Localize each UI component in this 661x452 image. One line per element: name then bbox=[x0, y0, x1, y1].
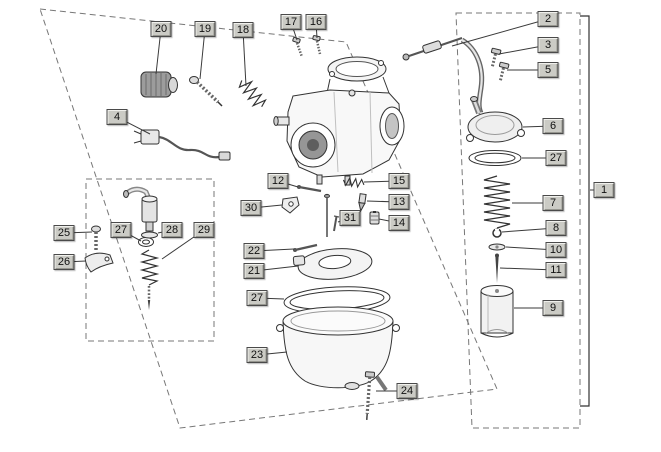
part-5-screw bbox=[498, 61, 510, 81]
part-4-choke-cable-clamp bbox=[133, 129, 231, 161]
part-13-needle-valve bbox=[358, 193, 367, 213]
callout-13[interactable]: 13 bbox=[388, 194, 410, 210]
callout-22[interactable]: 22 bbox=[243, 243, 265, 259]
part-7-slide-spring bbox=[483, 175, 511, 229]
callout-26[interactable]: 26 bbox=[53, 254, 75, 270]
part-14-main-jet bbox=[369, 211, 380, 225]
part-16-screw bbox=[312, 35, 322, 55]
callout-17[interactable]: 17 bbox=[280, 14, 302, 30]
part-25-screw bbox=[91, 225, 101, 252]
callout-4[interactable]: 4 bbox=[106, 109, 128, 125]
leader-line-19 bbox=[199, 28, 206, 80]
part-8-needle-clip bbox=[492, 228, 502, 238]
callout-20[interactable]: 20 bbox=[150, 21, 172, 37]
part-12-float-pin bbox=[297, 185, 322, 193]
part-9-throttle-slide bbox=[480, 285, 514, 338]
leader-line-2 bbox=[451, 18, 549, 47]
callout-6[interactable]: 6 bbox=[542, 118, 564, 134]
callout-16[interactable]: 16 bbox=[305, 14, 327, 30]
part-27-cover-gasket bbox=[468, 150, 522, 166]
leader-line-18 bbox=[242, 29, 247, 87]
group-1-bracket bbox=[580, 15, 590, 407]
callout-8[interactable]: 8 bbox=[545, 220, 567, 236]
part-28-starter-plunger bbox=[123, 186, 158, 239]
callout-25[interactable]: 25 bbox=[53, 225, 75, 241]
callout-9[interactable]: 9 bbox=[542, 300, 564, 316]
callout-1[interactable]: 1 bbox=[593, 182, 615, 198]
callout-18[interactable]: 18 bbox=[232, 22, 254, 38]
callout-23[interactable]: 23 bbox=[246, 347, 268, 363]
callout-3[interactable]: 3 bbox=[537, 37, 559, 53]
callout-7[interactable]: 7 bbox=[542, 195, 564, 211]
part-10-spring-seat bbox=[488, 243, 506, 251]
callout-14[interactable]: 14 bbox=[388, 215, 410, 231]
callout-15[interactable]: 15 bbox=[388, 173, 410, 189]
carburetor-body bbox=[273, 56, 405, 186]
part-15-spring bbox=[342, 176, 365, 189]
part-6-top-cover bbox=[466, 96, 525, 143]
callout-24[interactable]: 24 bbox=[396, 383, 418, 399]
callout-27-cover-gasket[interactable]: 27 bbox=[545, 150, 567, 166]
part-11-jet-needle bbox=[495, 253, 499, 283]
part-23-float-bowl bbox=[276, 306, 400, 392]
callout-19[interactable]: 19 bbox=[194, 21, 216, 37]
part-3-screw bbox=[490, 47, 502, 67]
part-30-clip bbox=[281, 196, 300, 214]
part-21-float bbox=[292, 248, 373, 280]
callout-21[interactable]: 21 bbox=[243, 263, 265, 279]
part-31-pin bbox=[333, 215, 340, 232]
callout-12[interactable]: 12 bbox=[267, 173, 289, 189]
part-29-starter-spring-needle bbox=[139, 249, 160, 310]
part-17-screw bbox=[292, 36, 304, 58]
callout-30[interactable]: 30 bbox=[240, 200, 262, 216]
callout-5[interactable]: 5 bbox=[537, 62, 559, 78]
callout-2[interactable]: 2 bbox=[537, 11, 559, 27]
callout-28[interactable]: 28 bbox=[161, 222, 183, 238]
callout-27-plunger-washer[interactable]: 27 bbox=[110, 222, 132, 238]
callout-31[interactable]: 31 bbox=[339, 210, 361, 226]
pilot-jet bbox=[324, 193, 330, 237]
left-group-boundary bbox=[85, 178, 215, 342]
part-19-adjuster-screw bbox=[189, 76, 223, 107]
part-20-cable-adjuster-cap bbox=[140, 71, 178, 98]
callout-10[interactable]: 10 bbox=[545, 242, 567, 258]
callout-27-bowl-gasket[interactable]: 27 bbox=[246, 290, 268, 306]
part-26-bracket bbox=[84, 252, 114, 273]
callout-29[interactable]: 29 bbox=[193, 222, 215, 238]
callout-11[interactable]: 11 bbox=[545, 262, 567, 278]
part-24-drain-screw bbox=[364, 371, 376, 420]
